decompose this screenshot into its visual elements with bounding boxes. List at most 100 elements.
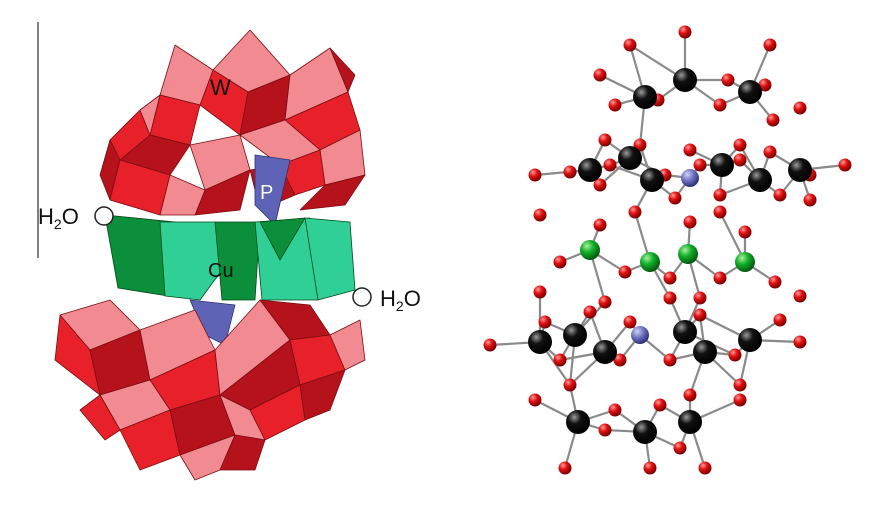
tungsten-atom xyxy=(738,80,762,104)
phosphorus-atom xyxy=(681,169,699,187)
oxygen-atom xyxy=(721,73,735,87)
phosphorus-atom xyxy=(631,326,649,344)
oxygen-atom xyxy=(533,208,547,222)
oxygen-atom xyxy=(583,305,597,319)
oxygen-atom xyxy=(733,393,747,407)
oxygen-atom xyxy=(663,291,677,305)
tungsten-atom xyxy=(678,410,702,434)
oxygen-atom xyxy=(663,271,677,285)
water-oxygen-right-marker xyxy=(352,287,372,307)
oxygen-atom xyxy=(733,138,747,152)
oxygen-atom xyxy=(713,205,727,219)
tungsten-atom xyxy=(578,158,602,182)
oxygen-atom xyxy=(773,188,787,202)
tungsten-atom xyxy=(566,410,590,434)
oxygen-atom xyxy=(728,348,742,362)
copper-atom xyxy=(735,252,755,272)
tungsten-atom xyxy=(710,153,734,177)
tungsten-atom xyxy=(618,146,642,170)
oxygen-atom xyxy=(713,271,727,285)
oxygen-atom xyxy=(563,165,577,179)
oxygen-atom xyxy=(763,145,777,159)
tungsten-atom xyxy=(693,340,717,364)
lower-tungsten-polyhedra xyxy=(54,299,366,481)
copper-atom xyxy=(640,252,660,272)
oxygen-atom xyxy=(768,275,782,289)
tungsten-label: W xyxy=(210,75,231,100)
oxygen-atom xyxy=(533,285,547,299)
oxygen-atom xyxy=(653,398,667,412)
tungsten-atom xyxy=(633,85,657,109)
oxygen-atom xyxy=(693,308,707,322)
oxygen-atom xyxy=(758,78,772,92)
phosphorus-atoms xyxy=(631,169,699,344)
oxygen-atom xyxy=(628,205,642,219)
oxygen-atom xyxy=(763,38,777,52)
oxygen-atom xyxy=(683,215,697,229)
oxygen-atom xyxy=(483,338,497,352)
tungsten-atom xyxy=(788,158,812,182)
tungsten-atoms xyxy=(528,68,812,444)
oxygen-atom xyxy=(643,461,657,475)
oxygen-atom xyxy=(683,388,697,402)
oxygen-atoms xyxy=(483,25,852,475)
oxygen-atom xyxy=(766,113,780,127)
copper-atoms xyxy=(580,240,755,272)
oxygen-atom xyxy=(593,68,607,82)
oxygen-atom xyxy=(608,98,622,112)
oxygen-atom xyxy=(553,255,567,269)
water-label-right: H2O xyxy=(380,286,421,314)
oxygen-atom xyxy=(693,291,707,305)
tungsten-atom xyxy=(748,168,772,192)
oxygen-atom xyxy=(563,378,577,392)
water-oxygen-left-marker xyxy=(94,206,114,226)
polyhedral-model: W P Cu H2O H2O xyxy=(37,22,421,481)
oxygen-atom xyxy=(698,461,712,475)
copper-atom xyxy=(678,244,698,264)
oxygen-atom xyxy=(528,393,542,407)
oxygen-atom xyxy=(613,353,627,367)
oxygen-atom xyxy=(683,143,697,157)
oxygen-atom xyxy=(618,265,632,279)
oxygen-atom xyxy=(623,38,637,52)
oxygen-atom xyxy=(553,353,567,367)
oxygen-atom xyxy=(598,295,612,309)
oxygen-atom xyxy=(673,441,687,455)
oxygen-atom xyxy=(528,168,542,182)
water-label-right-sub: 2 xyxy=(396,298,404,314)
ball-and-stick-model xyxy=(483,25,852,475)
copper-atom xyxy=(580,240,600,260)
copper-label: Cu xyxy=(208,260,234,282)
oxygen-atom xyxy=(838,158,852,172)
oxygen-atom xyxy=(693,158,707,172)
oxygen-atom xyxy=(793,335,807,349)
oxygen-atom xyxy=(598,133,612,147)
oxygen-atom xyxy=(598,423,612,437)
tungsten-atom xyxy=(673,68,697,92)
tungsten-atom xyxy=(633,420,657,444)
water-label-left-o: O xyxy=(62,204,79,229)
oxygen-atom xyxy=(538,315,552,329)
oxygen-atom xyxy=(713,188,727,202)
tungsten-atom xyxy=(640,168,664,192)
oxygen-atom xyxy=(593,178,607,192)
water-label-left-sub: 2 xyxy=(54,216,62,232)
oxygen-atom xyxy=(733,378,747,392)
oxygen-atom xyxy=(713,98,727,112)
copper-polyhedra-belt xyxy=(104,214,356,301)
oxygen-atom xyxy=(603,158,617,172)
bond-sticks xyxy=(488,30,847,470)
tungsten-atom xyxy=(738,328,762,352)
phosphorus-label: P xyxy=(260,182,273,204)
oxygen-atom xyxy=(803,193,817,207)
tungsten-atom xyxy=(673,320,697,344)
tungsten-atom xyxy=(528,330,552,354)
oxygen-atom xyxy=(738,225,752,239)
oxygen-atom xyxy=(793,101,807,115)
oxygen-atom xyxy=(558,461,572,475)
water-label-right-h: H xyxy=(380,286,396,311)
tungsten-atom xyxy=(563,323,587,347)
oxygen-atom xyxy=(608,403,622,417)
oxygen-atom xyxy=(793,289,807,303)
